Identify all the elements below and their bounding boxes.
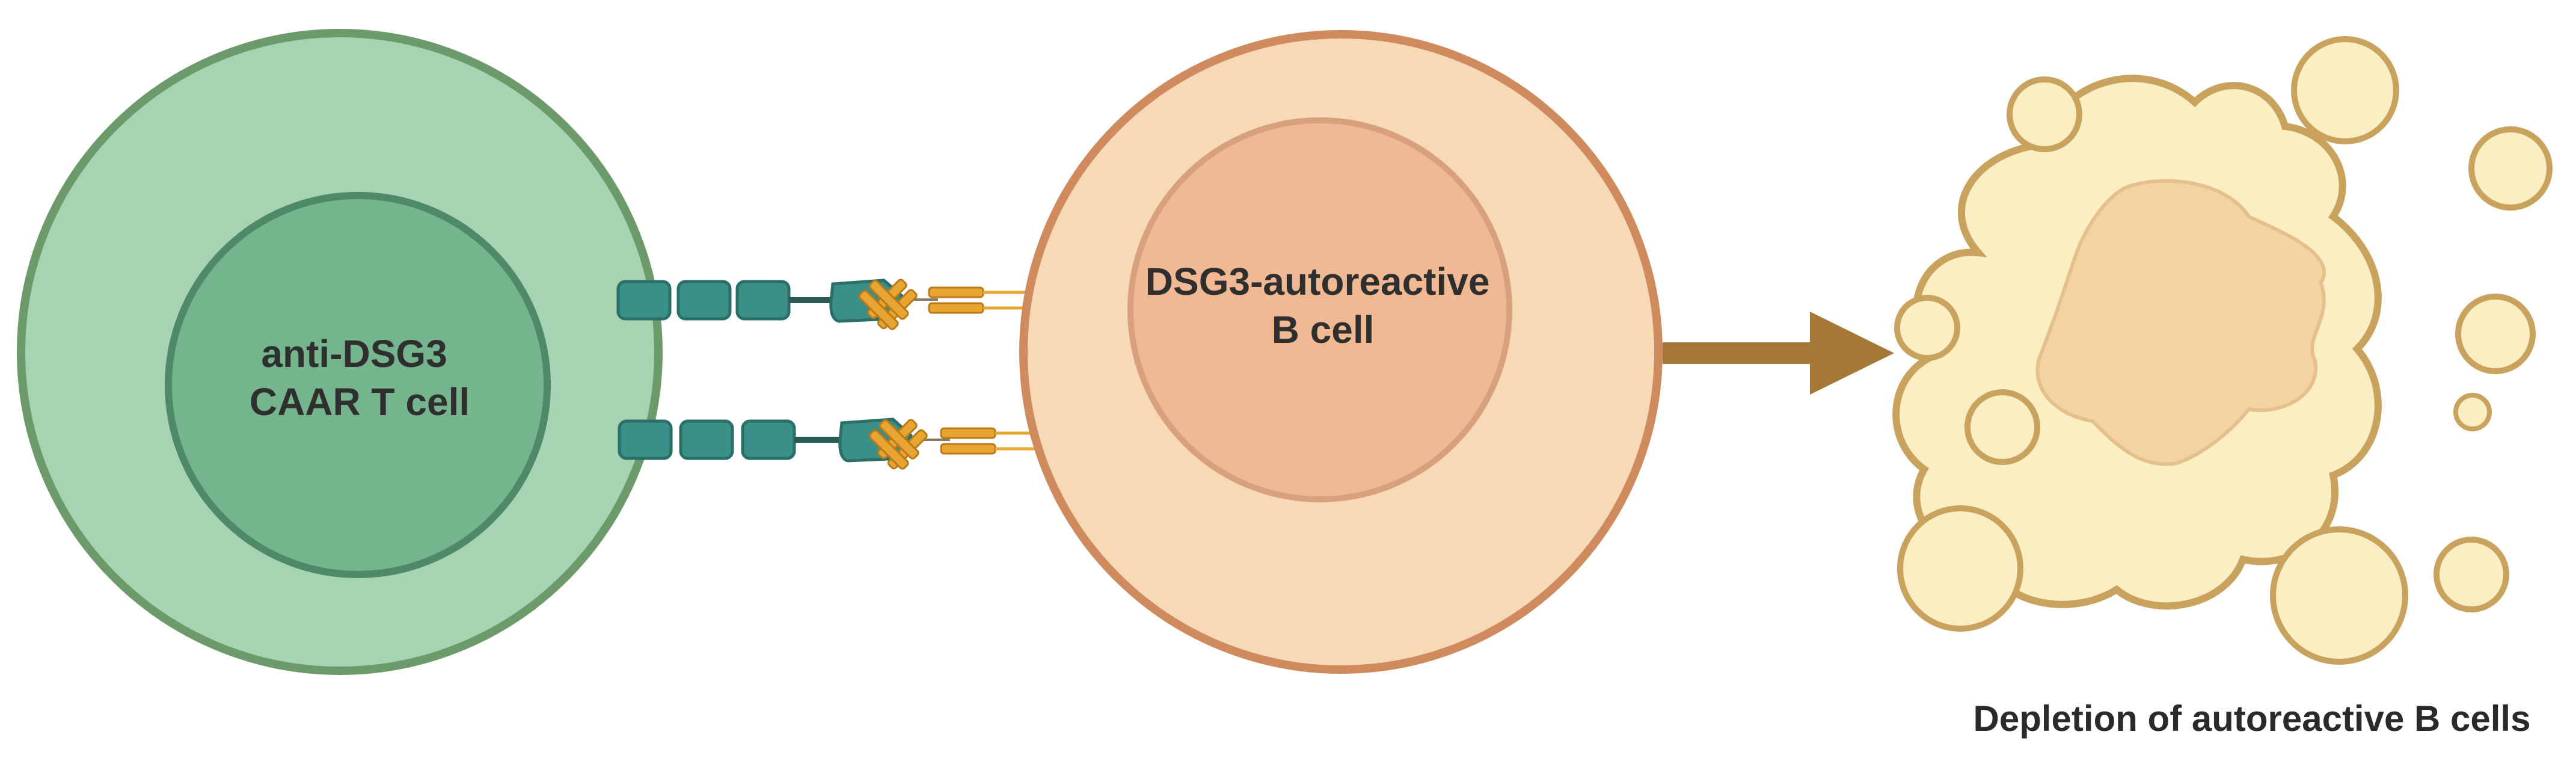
b-cell-label-line2: B cell xyxy=(1272,308,1375,351)
apoptotic-body xyxy=(2270,526,2408,665)
caar-receptor-bottom xyxy=(618,417,1040,470)
t-cell-label: anti-DSG3 CAAR T cell xyxy=(250,332,470,424)
autoreactive-b-cell: DSG3-autoreactive B cell xyxy=(1019,30,1663,674)
apoptotic-body xyxy=(1897,505,2023,632)
caar-receptor-top xyxy=(616,279,1028,330)
apoptotic-body xyxy=(1894,295,1960,361)
apoptotic-body xyxy=(2007,76,2082,152)
antibody-bottom xyxy=(868,419,1040,470)
apoptotic-cell-nucleus xyxy=(2035,179,2326,466)
depletion-caption: Depletion of autoreactive B cells xyxy=(1973,698,2531,739)
caar-t-cell: anti-DSG3 CAAR T cell xyxy=(17,29,663,675)
apoptotic-body xyxy=(2468,126,2553,211)
apoptotic-body xyxy=(1964,389,2040,465)
b-cell-label-line1: DSG3-autoreactive xyxy=(1145,260,1490,303)
t-cell-label-line1: anti-DSG3 xyxy=(261,332,447,375)
result-arrow xyxy=(1663,312,1894,395)
b-cell-nucleus xyxy=(1127,117,1512,502)
apoptotic-body xyxy=(2291,36,2399,144)
t-cell-label-line2: CAAR T cell xyxy=(250,380,470,424)
antibody-top xyxy=(858,279,1028,330)
b-cell-label: DSG3-autoreactive B cell xyxy=(1145,260,1500,351)
apoptotic-b-cell xyxy=(1892,36,2553,665)
t-cell-nucleus xyxy=(165,192,551,578)
apoptotic-body xyxy=(2453,393,2492,431)
apoptotic-body xyxy=(2455,294,2536,374)
apoptotic-body xyxy=(2433,537,2509,612)
